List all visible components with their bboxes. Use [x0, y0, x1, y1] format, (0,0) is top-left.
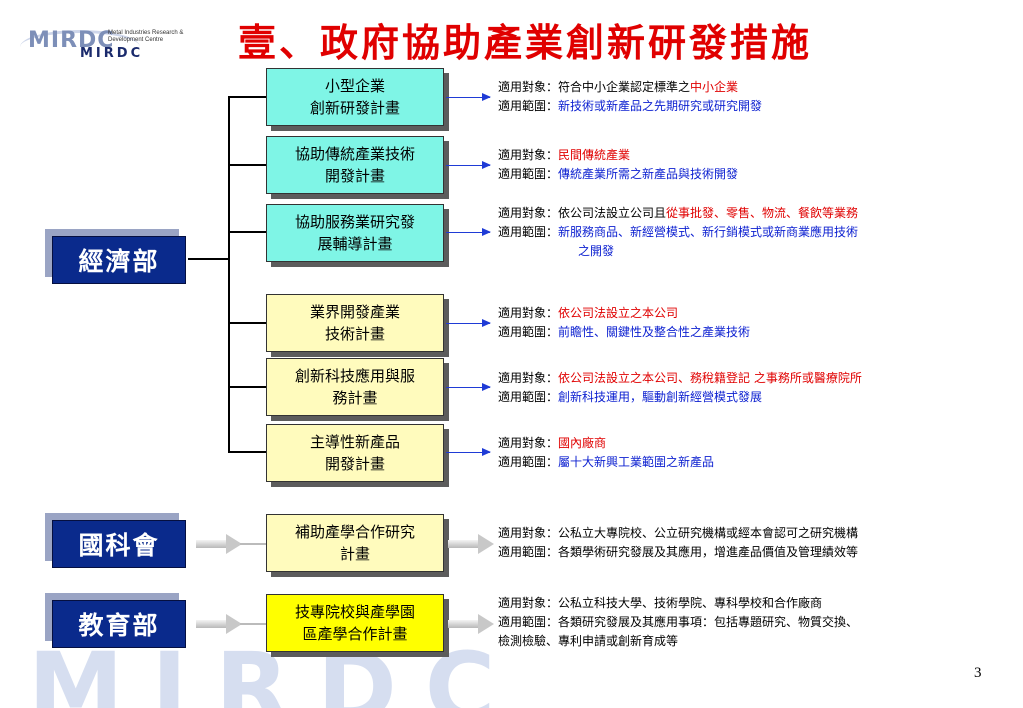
grey-arrow-icon — [448, 614, 494, 634]
ministry-economic-affairs: 經濟部 — [44, 228, 186, 284]
tree-branch — [228, 322, 266, 324]
arrow-icon — [446, 383, 491, 391]
plan-description: 適用對象：公私立大專院校、公立研究機構或經本會認可之研究機構 適用範圍：各類學術… — [498, 526, 859, 559]
logo-subtitle: MIRDC — [80, 46, 144, 61]
tree-stem — [188, 258, 230, 260]
plan-description: 適用對象：國內廠商 適用範圍：屬十大新興工業範圍之新產品 — [498, 436, 715, 469]
logo-mark: MIRDC — [28, 28, 115, 53]
logo-tagline: Metal Industries Research & Development … — [108, 30, 184, 43]
logo-swoosh — [20, 30, 140, 64]
page-number: 3 — [974, 665, 982, 681]
plan-leading-new-product: 主導性新產品開發計畫 — [266, 424, 444, 482]
plan-academia-industry-research: 補助產學合作研究計畫 — [266, 514, 444, 572]
ministry-education: 教育部 — [44, 592, 186, 648]
grey-arrow-icon — [196, 534, 242, 554]
grey-arrow-icon — [196, 614, 242, 634]
arrow-icon — [446, 319, 491, 327]
plan-description: 適用對象：符合中小企業認定標準之中小企業 適用範圍：新技術或新產品之先期研究或研… — [498, 80, 763, 113]
tree-trunk — [228, 96, 230, 452]
tree-branch — [228, 96, 266, 98]
plan-description: 適用對象：依公司法設立之本公司 適用範圍：前瞻性、關鍵性及整合性之產業技術 — [498, 306, 751, 339]
plan-description: 適用對象：依公司法設立公司且從事批發、零售、物流、餐飲等業務 適用範圍：新服務商… — [498, 206, 859, 258]
slide-title: 壹、政府協助產業創新研發措施 — [238, 20, 813, 65]
plan-industry-tech-development: 業界開發產業技術計畫 — [266, 294, 444, 352]
plan-description: 適用對象：公私立科技大學、技術學院、專科學校和合作廠商 適用範圍：各類研究發展及… — [498, 596, 859, 648]
connector-line — [240, 623, 266, 625]
ministry-science-council: 國科會 — [44, 512, 186, 568]
plan-small-business-innovation: 小型企業創新研發計畫 — [266, 68, 444, 126]
grey-arrow-icon — [448, 534, 494, 554]
tree-branch — [228, 386, 266, 388]
arrow-icon — [446, 228, 491, 236]
plan-description: 適用對象：民間傳統產業 適用範圍：傳統產業所需之新產品與技術開發 — [498, 148, 739, 181]
arrow-icon — [446, 448, 491, 456]
arrow-icon — [446, 93, 491, 101]
connector-line — [240, 543, 266, 545]
tree-branch — [228, 231, 266, 233]
plan-technical-college-cooperation: 技專院校與產學園區產學合作計畫 — [266, 594, 444, 652]
mirdc-logo: MIRDC Metal Industries Research & Develo… — [20, 28, 220, 68]
plan-description: 適用對象：依公司法設立之本公司、務稅籍登記 之事務所或醫療院所 適用範圍：創新科… — [498, 371, 862, 404]
tree-branch — [228, 164, 266, 166]
plan-innovative-tech-application: 創新科技應用與服務計畫 — [266, 358, 444, 416]
tree-branch — [228, 451, 266, 453]
plan-traditional-industry-tech: 協助傳統產業技術開發計畫 — [266, 136, 444, 194]
plan-service-industry-rd: 協助服務業研究發展輔導計畫 — [266, 204, 444, 262]
arrow-icon — [446, 161, 491, 169]
